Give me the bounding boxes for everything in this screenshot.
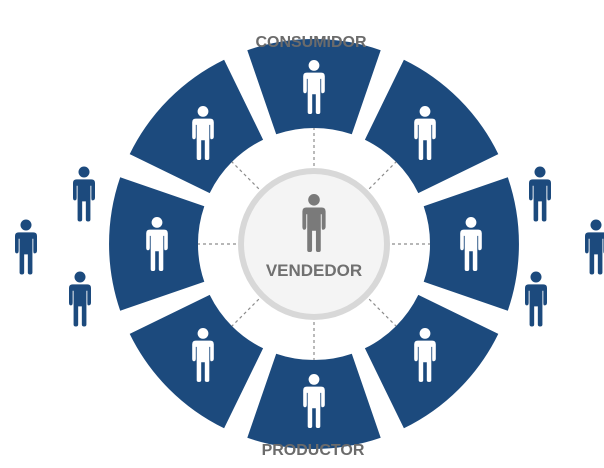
person-icon [69,271,91,327]
person-icon [585,219,604,275]
connector-line [368,160,398,190]
connector-lines [196,126,432,362]
connector-line [230,298,260,328]
top-label: CONSUMIDOR [255,34,367,51]
person-icon [525,271,547,327]
bottom-label: PRODUCTOR [262,442,365,459]
center-label: VENDEDOR [266,261,362,280]
center-circle [244,174,384,314]
person-icon [529,166,551,222]
person-icon [15,219,37,275]
center-node: VENDEDOR [238,168,390,320]
segment-bottom-right [364,294,499,429]
segment-top-right [364,59,499,194]
person-icon [73,166,95,222]
connector-line [230,160,260,190]
segment-bottom-left [129,294,264,429]
connector-line [368,298,398,328]
segment-top-left [129,59,264,194]
